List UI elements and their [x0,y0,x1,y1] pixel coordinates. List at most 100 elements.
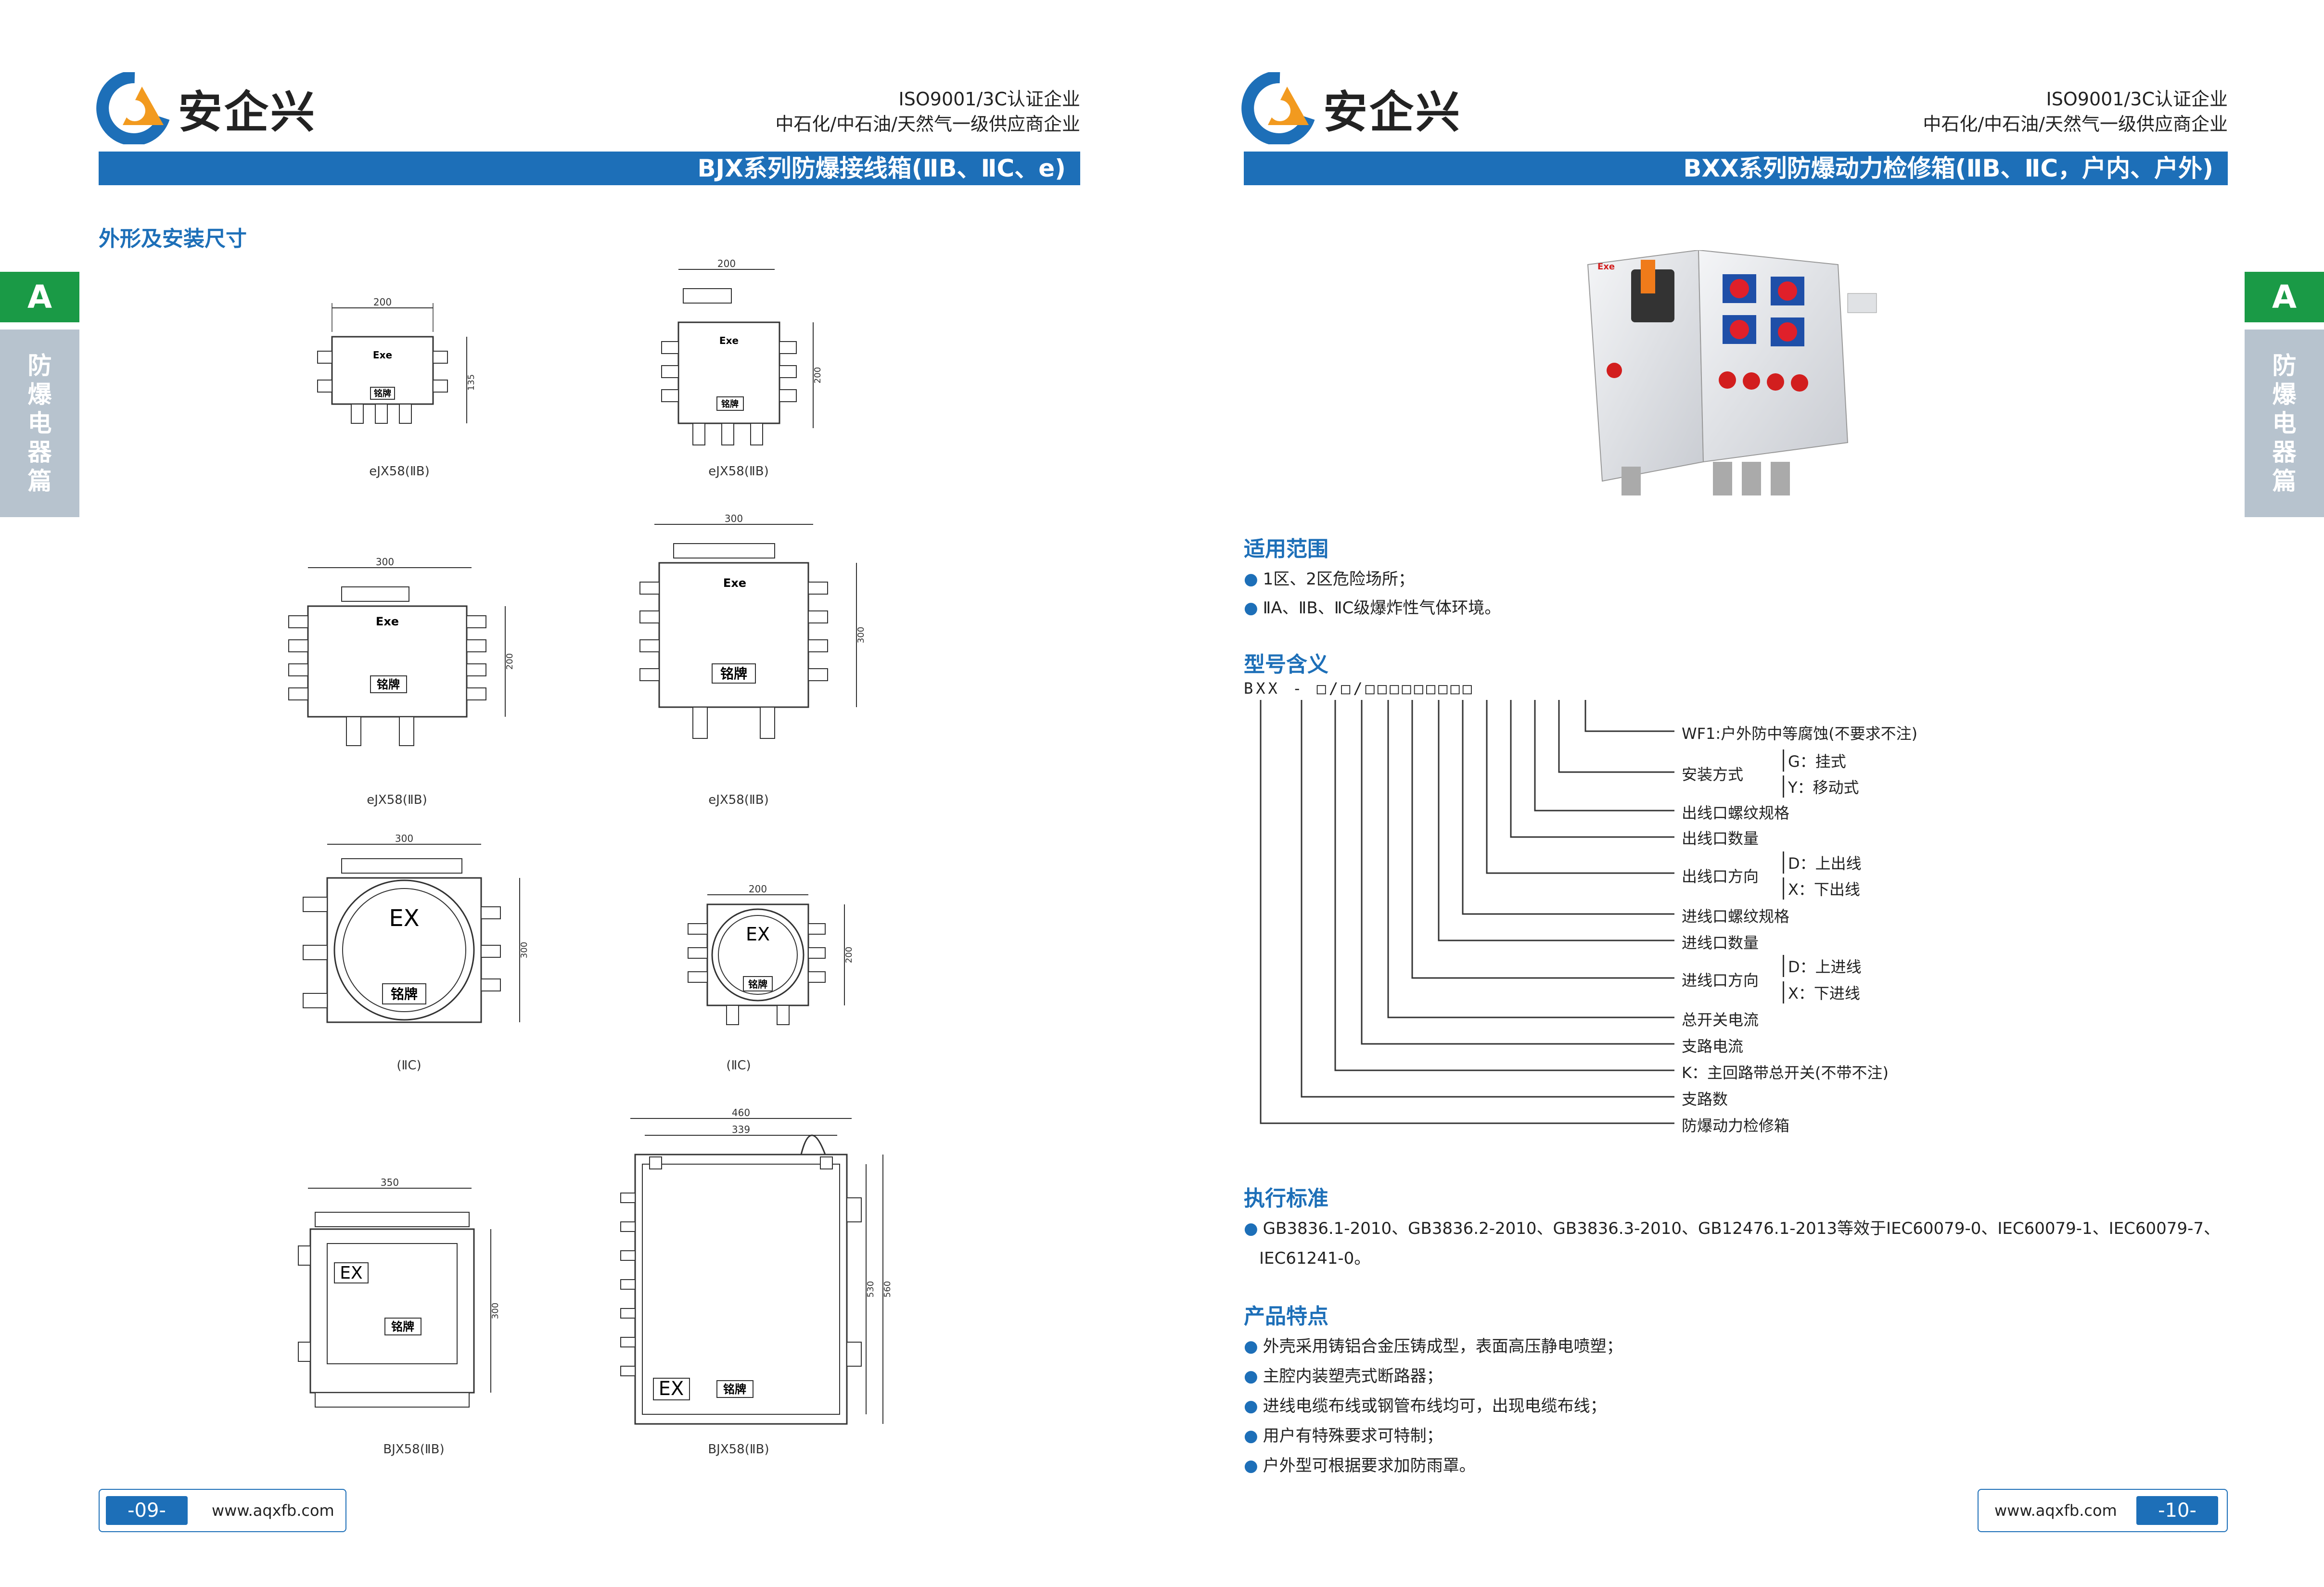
page-title-left: BJX系列防爆接线箱(ⅡB、ⅡC、e) [697,154,1066,182]
nameplate-label: 铭牌 [374,388,391,399]
nameplate-label: 铭牌 [748,978,767,990]
nameplate-label: 铭牌 [377,678,400,691]
drawing-3: 300 Exe 铭牌 200 [288,556,515,746]
drawing-8: 460 339 EX 铭牌 530 560 [620,1107,893,1425]
website-link-right[interactable]: www.aqxfb.com [1994,1501,2117,1520]
footer-right [1978,1489,2228,1532]
page-number-right: -10- [2136,1496,2218,1525]
exe-label: Exe [723,576,746,590]
drawing-5: 300 EX 铭牌 300 [303,835,529,1023]
caption-2: eJX58(ⅡB) [708,464,769,479]
model-diagram [1260,700,1674,1124]
model-item-2-opt1: G：挂式 [1783,749,1846,772]
cert-line1: ISO9001/3C认证企业 [898,89,1080,110]
feature-item-4: ●用户有特殊要求可特制； [1244,1426,1443,1446]
logo-right: 安企兴 [1241,70,1462,146]
caption-1: eJX58(ⅡB) [369,464,430,479]
side-tab-letter-right[interactable]: A [2245,272,2324,322]
ex-label: EX [659,1378,684,1400]
side-tab-section-left[interactable]: 防爆电器篇 [0,330,79,517]
website-link-left[interactable]: www.aqxfb.com [212,1501,334,1520]
drawing-4: 300 Exe 铭牌 300 [639,513,866,739]
dim-height-outer: 560 [882,1281,893,1297]
title-bar-left: BJX系列防爆接线箱(ⅡB、ⅡC、e) [99,152,1080,185]
dim-width-inner: 339 [732,1124,750,1135]
model-code: BXX - □/□/□□□□□□□□□ [1244,679,1475,698]
model-item-10: 支路电流 [1682,1037,1744,1055]
model-item-1: WF1:户外防中等腐蚀(不要求不注) [1682,724,1918,743]
model-item-5-opt2: X：下出线 [1783,877,1860,900]
page-number-left: -09- [106,1496,188,1525]
dim-width: 200 [717,258,736,269]
dim-width: 350 [381,1177,399,1188]
dim-width: 200 [749,885,767,895]
brand-name: 安企兴 [178,86,317,138]
dim-width: 460 [732,1107,750,1118]
caption-5: (ⅡC) [396,1058,421,1073]
caption-4: eJX58(ⅡB) [708,793,769,807]
dim-height: 530 [866,1281,876,1297]
caption-7: BJX58(ⅡB) [383,1442,445,1457]
dim-height: 135 [466,374,476,391]
model-item-7: 进线口数量 [1682,934,1759,952]
standards-text: ●GB3836.1-2010、GB3836.2-2010、GB3836.3-20… [1244,1219,2220,1268]
model-item-8: 进线口方向 [1682,971,1759,990]
section-features: 产品特点 [1244,1304,1328,1329]
model-item-5: 出线口方向 [1682,867,1759,886]
cert-info-left: ISO9001/3C认证企业 中石化/中石油/天然气一级供应商企业 [775,87,1080,137]
model-item-2-opt2: Y：移动式 [1783,775,1859,798]
model-item-3: 出线口螺纹规格 [1682,804,1790,822]
cert-info-right: ISO9001/3C认证企业 中石化/中石油/天然气一级供应商企业 [1923,87,2228,137]
drawing-2: 200 Exe 铭牌 200 [661,258,823,445]
exe-label: Exe [719,335,739,346]
logo-icon [96,70,173,146]
ex-label: EX [746,924,770,945]
title-bar-right: BXX系列防爆动力检修箱(ⅡB、ⅡC，户内、户外) [1244,152,2228,185]
side-tab-section-right[interactable]: 防爆电器篇 [2245,330,2324,517]
cert-line2: 中石化/中石油/天然气一级供应商企业 [1923,114,2228,135]
footer-left [99,1489,346,1532]
drawing-1: 200 Exe 铭牌 135 [317,296,476,424]
drawing-6: 200 EX 铭牌 200 [688,885,854,1025]
section-standards: 执行标准 [1244,1186,1328,1211]
ex-label: EX [389,905,419,932]
dim-height: 300 [519,942,529,958]
model-item-5-opt1: D：上出线 [1783,851,1862,874]
section-scope: 适用范围 [1244,537,1328,561]
feature-item-5: ●户外型可根据要求加防雨罩。 [1244,1456,1476,1475]
dim-height: 200 [505,653,515,670]
dim-height: 200 [844,947,854,963]
page-title-right: BXX系列防爆动力检修箱(ⅡB、ⅡC，户内、户外) [1683,154,2213,182]
dim-width: 300 [395,835,413,844]
feature-item-3: ●进线电缆布线或钢管布线均可，出现电缆布线； [1244,1397,1607,1416]
scope-item-1: ●1区、2区危险场所； [1244,570,1415,589]
scope-item-2: ●ⅡA、ⅡB、ⅡC级爆炸性气体环境。 [1244,598,1501,618]
logo-left: 安企兴 [96,70,317,146]
caption-8: BJX58(ⅡB) [708,1442,769,1457]
dim-height: 200 [813,367,823,383]
caption-6: (ⅡC) [726,1058,751,1073]
photo-exe-label: Exe [1597,262,1615,272]
model-item-9: 总开关电流 [1682,1011,1759,1029]
section-dimensions: 外形及安装尺寸 [99,227,247,251]
feature-item-2: ●主腔内装塑壳式断路器； [1244,1367,1443,1386]
model-item-12: 支路数 [1682,1090,1728,1108]
model-item-8-opt1: D：上进线 [1783,955,1862,977]
section-model: 型号含义 [1244,652,1328,677]
feature-item-1: ●外壳采用铸铝合金压铸成型，表面高压静电喷塑； [1244,1337,1623,1356]
model-item-8-opt2: X：下进线 [1783,981,1860,1003]
cert-line2: 中石化/中石油/天然气一级供应商企业 [775,114,1080,135]
nameplate-label: 铭牌 [723,1383,746,1396]
nameplate-label: 铭牌 [721,399,739,409]
exe-label: Exe [373,349,392,361]
nameplate-label: 铭牌 [720,666,747,682]
brand-name: 安企兴 [1323,86,1462,138]
side-tab-letter-left[interactable]: A [0,272,79,322]
nameplate-label: 铭牌 [391,1320,414,1333]
dim-height: 300 [490,1303,500,1319]
model-item-6: 进线口螺纹规格 [1682,907,1790,926]
caption-3: eJX58(ⅡB) [367,793,427,807]
model-item-11: K：主回路带总开关(不带不注) [1682,1064,1889,1082]
cert-line1: ISO9001/3C认证企业 [2046,89,2228,110]
dim-width: 300 [725,513,743,524]
